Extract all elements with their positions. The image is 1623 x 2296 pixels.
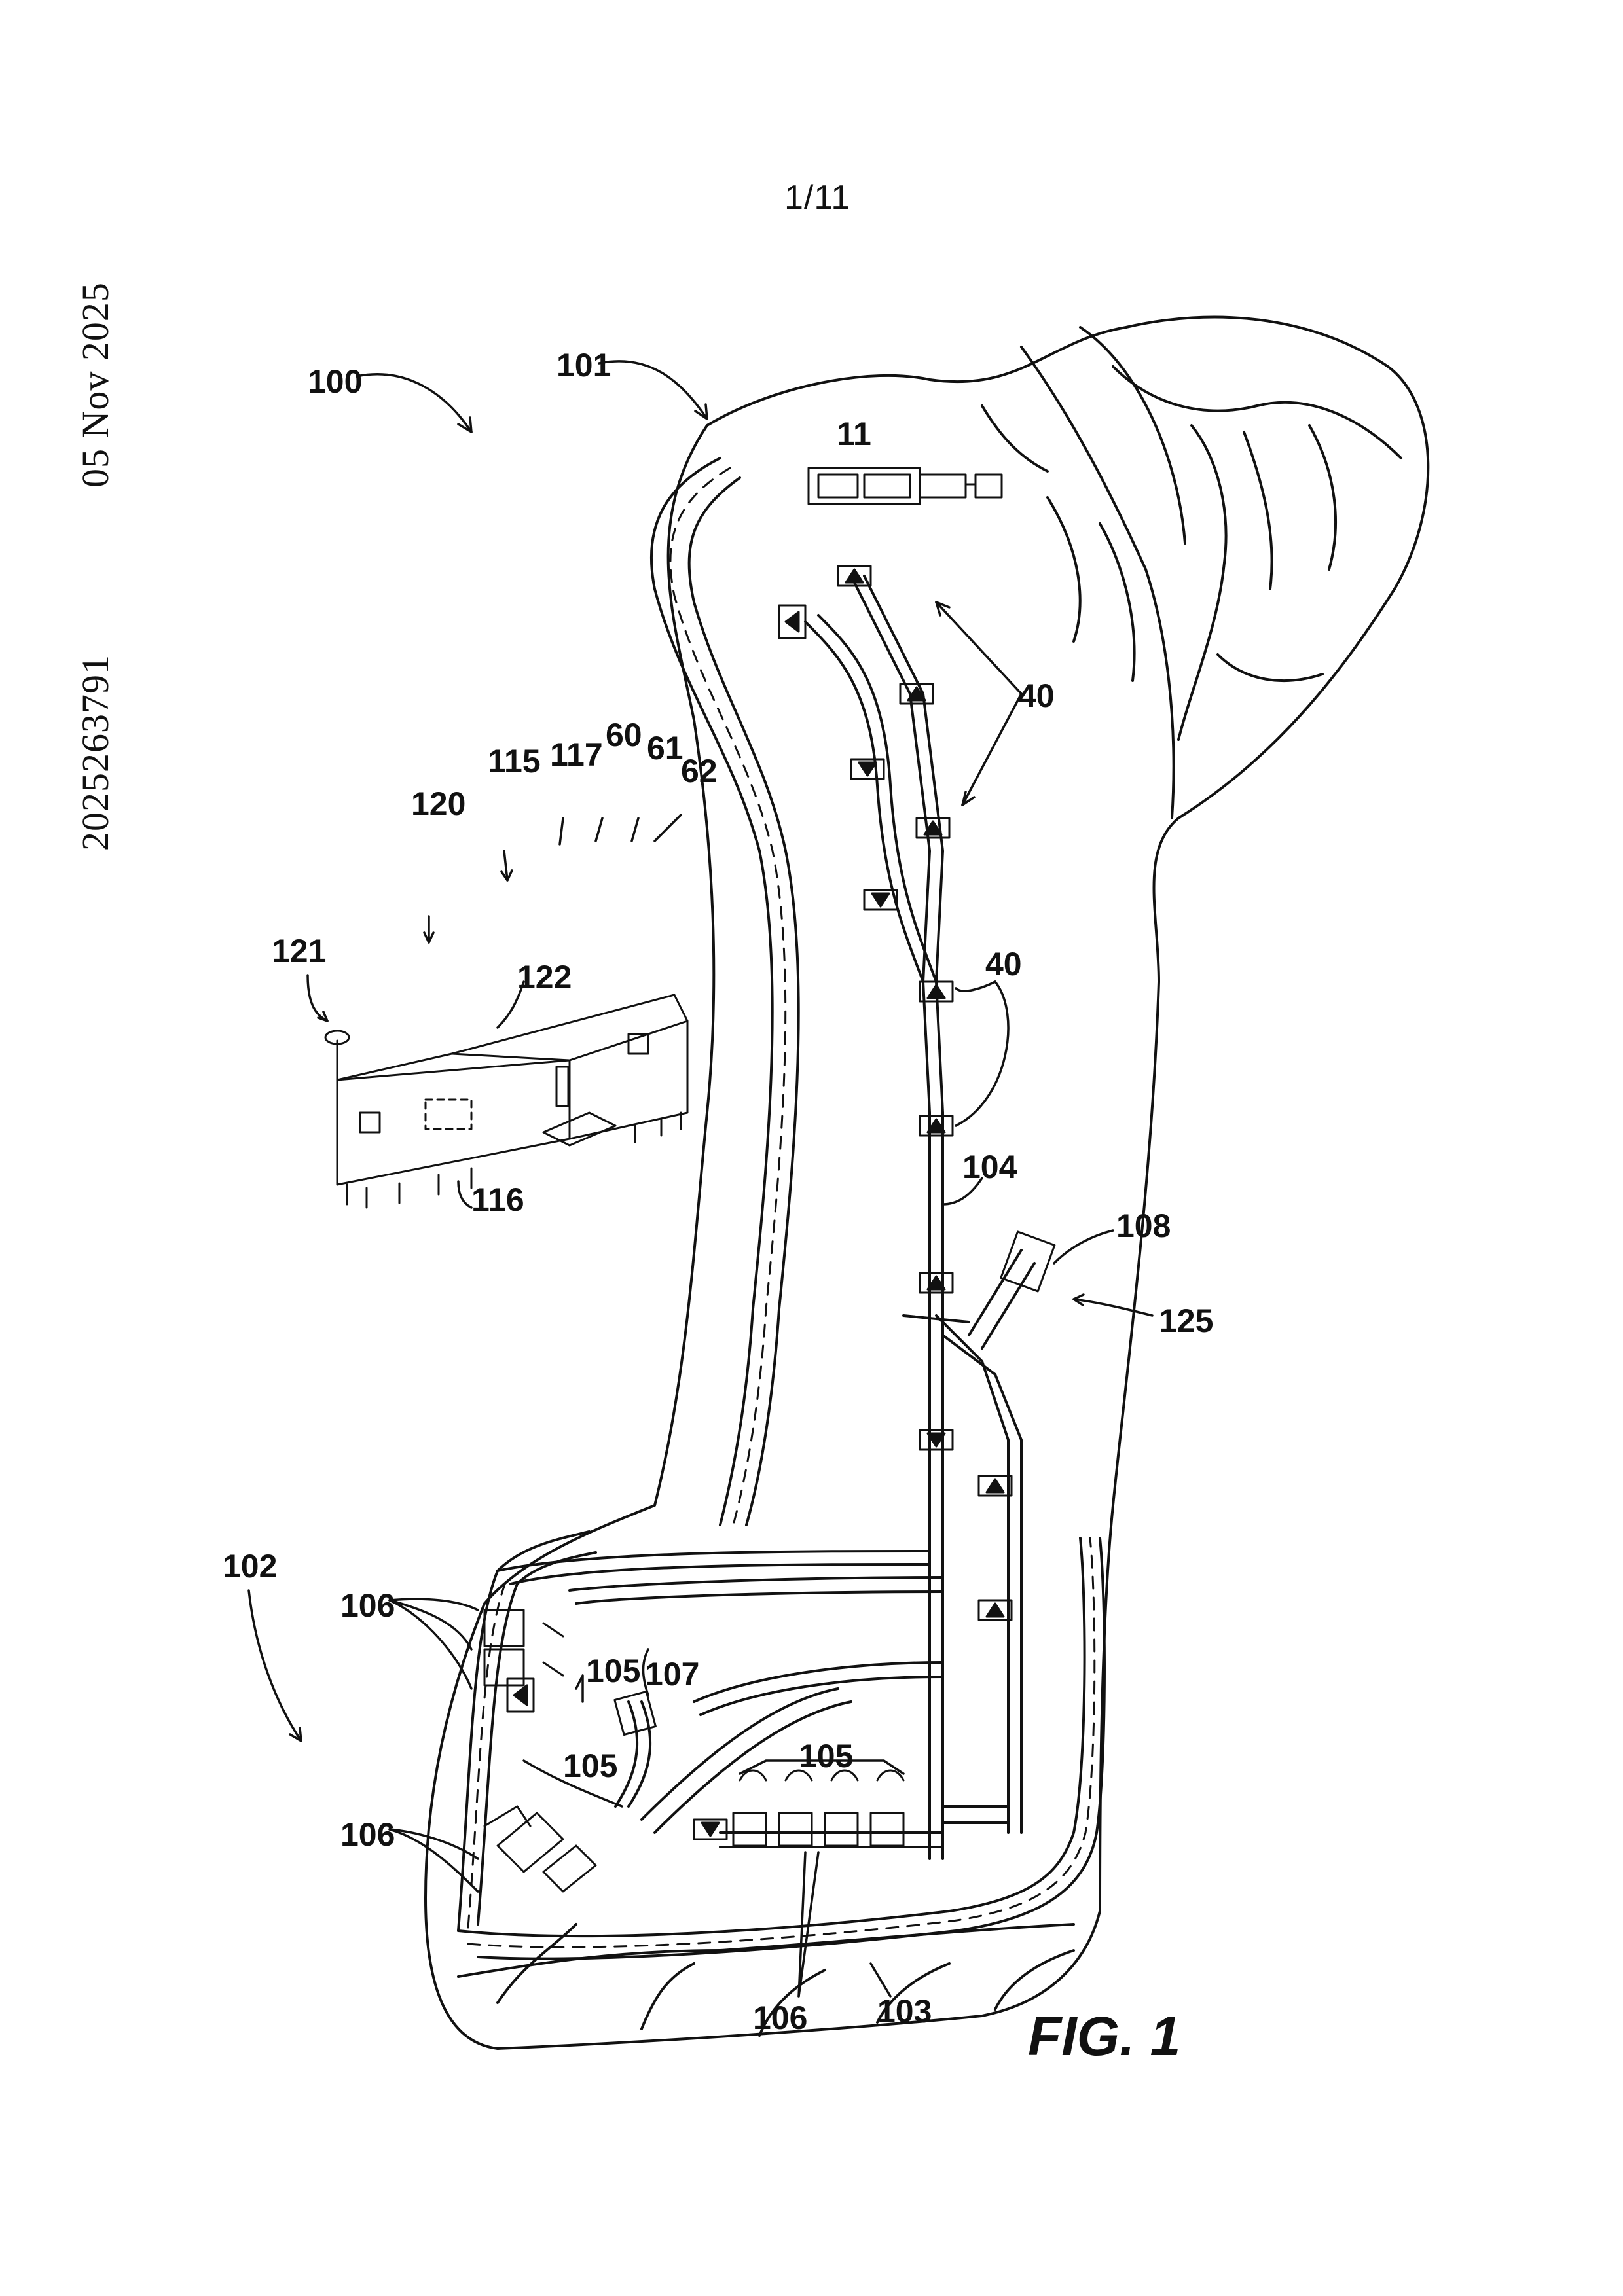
ref-116: 116 <box>471 1181 524 1218</box>
reference-numerals: 100 101 11 40 40 115 117 60 61 62 120 12… <box>223 347 1213 2067</box>
ref-62: 62 <box>681 753 718 789</box>
ref-100: 100 <box>308 363 362 400</box>
ref-61: 61 <box>647 730 684 766</box>
ref-103: 103 <box>877 1993 932 2030</box>
ref-122: 122 <box>517 959 572 996</box>
ref-101: 101 <box>556 347 611 384</box>
ref-121: 121 <box>272 933 326 969</box>
ref-115: 115 <box>488 743 541 780</box>
ref-117: 117 <box>550 736 603 773</box>
ref-120: 120 <box>411 785 465 822</box>
ref-105-middle: 105 <box>563 1748 617 1784</box>
ref-102: 102 <box>223 1548 277 1585</box>
control-trailer-122 <box>325 995 687 1208</box>
ref-105-left: 105 <box>586 1653 640 1689</box>
ref-106-left: 106 <box>340 1816 395 1853</box>
ref-105-right: 105 <box>799 1738 853 1774</box>
ref-40-lower: 40 <box>985 946 1022 982</box>
ref-108: 108 <box>1116 1208 1171 1244</box>
ref-60: 60 <box>606 717 642 753</box>
terrain-outline <box>426 317 1428 2049</box>
ref-107: 107 <box>645 1656 699 1693</box>
ref-40-upper: 40 <box>1018 677 1055 714</box>
figure-label: FIG. 1 <box>1028 2005 1180 2067</box>
ref-106-bottom: 106 <box>753 2000 807 2036</box>
ref-106-top: 106 <box>340 1587 395 1624</box>
ref-125: 125 <box>1159 1302 1213 1339</box>
ref-11: 11 <box>837 416 871 452</box>
ref-104: 104 <box>962 1149 1017 1185</box>
drill-rig-11 <box>809 468 1002 504</box>
